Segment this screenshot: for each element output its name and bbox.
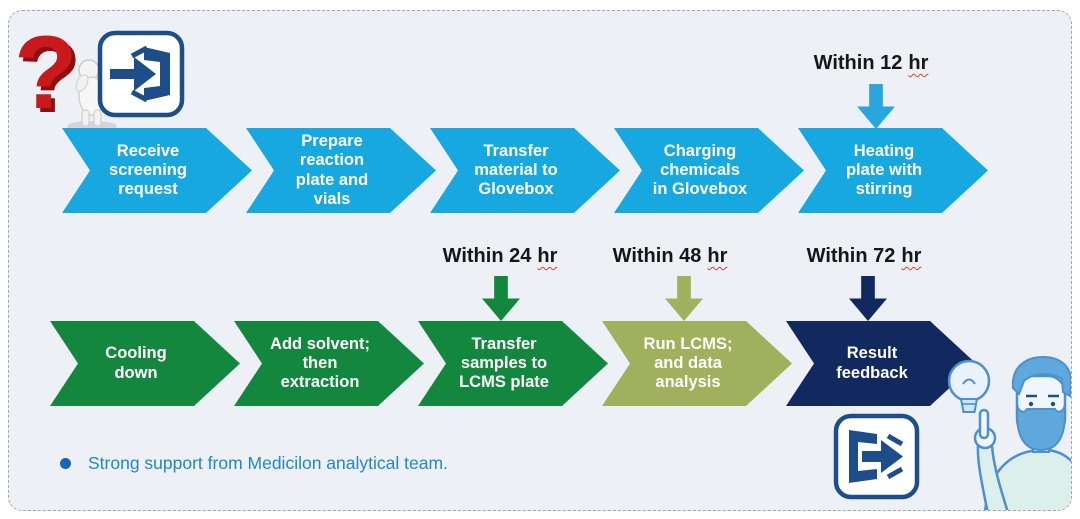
flow-step-label: Transfer material to Glovebox: [474, 141, 558, 199]
arrow-right: [862, 440, 903, 473]
bullet-icon: [60, 458, 71, 469]
timing-text: Within 12: [813, 52, 903, 74]
flow-step-label: Run LCMS; and data analysis: [643, 334, 733, 392]
svg-text:?: ?: [18, 20, 82, 130]
down-arrow-72hr-icon: [849, 276, 887, 321]
flow-step-label: Receive screening request: [109, 141, 187, 199]
timing-text: Within 48: [612, 245, 702, 267]
down-arrow-24hr-icon: [482, 276, 520, 321]
arrow-right: [110, 57, 156, 91]
man-figure: [973, 355, 1071, 510]
flow-step-cooling-down: Cooling down: [50, 321, 240, 406]
thinking-person-figure: [67, 59, 117, 130]
flow-step-label: Prepare reaction plate and vials: [295, 132, 369, 208]
timing-text: Within 24: [442, 245, 532, 267]
down-arrow-48hr-icon: [665, 276, 703, 321]
svg-text:?: ?: [14, 20, 78, 130]
flow-step-receive-screening-request: Receive screening request: [62, 128, 252, 213]
support-note-text: Strong support from Medicilon analytical…: [88, 453, 448, 473]
diagram-canvas: ? ?: [8, 10, 1072, 511]
flow-step-run-lcms-analysis: Run LCMS; and data analysis: [602, 321, 792, 406]
idea-man-illustration: [933, 350, 1071, 510]
timing-unit: hr: [908, 52, 929, 74]
flow-step-add-solvent-extraction: Add solvent; then extraction: [234, 321, 424, 406]
flow-step-charging-chemicals: Charging chemicals in Glovebox: [614, 128, 804, 213]
door-shape: [849, 430, 877, 483]
support-note: Strong support from Medicilon analytical…: [60, 453, 448, 474]
timing-unit: hr: [707, 245, 728, 267]
flow-step-label: Charging chemicals in Glovebox: [652, 141, 748, 199]
flow-step-label: Heating plate with stirring: [845, 141, 923, 199]
exit-icon: [833, 413, 920, 500]
flow-step-heating-plate: Heating plate with stirring: [798, 128, 988, 213]
flow-step-label: Add solvent; then extraction: [270, 334, 370, 392]
flow-step-label: Result feedback: [836, 344, 908, 382]
enter-icon: [97, 30, 185, 118]
door-shape: [144, 47, 170, 101]
flow-step-transfer-material-glovebox: Transfer material to Glovebox: [430, 128, 620, 213]
timing-unit: hr: [537, 245, 558, 267]
flow-step-label: Transfer samples to LCMS plate: [459, 334, 549, 392]
flow-step-result-feedback: Result feedback: [786, 321, 976, 406]
flow-step-prepare-reaction-plate: Prepare reaction plate and vials: [246, 128, 436, 213]
flow-step-label: Cooling down: [105, 344, 167, 382]
timing-text: Within 72: [806, 245, 896, 267]
down-arrow-12hr-icon: [857, 84, 895, 129]
timing-unit: hr: [901, 245, 922, 267]
flow-step-transfer-samples-lcms: Transfer samples to LCMS plate: [418, 321, 608, 406]
question-mark-figure-icon: ? ?: [12, 20, 118, 130]
lightbulb-icon: [947, 359, 991, 413]
